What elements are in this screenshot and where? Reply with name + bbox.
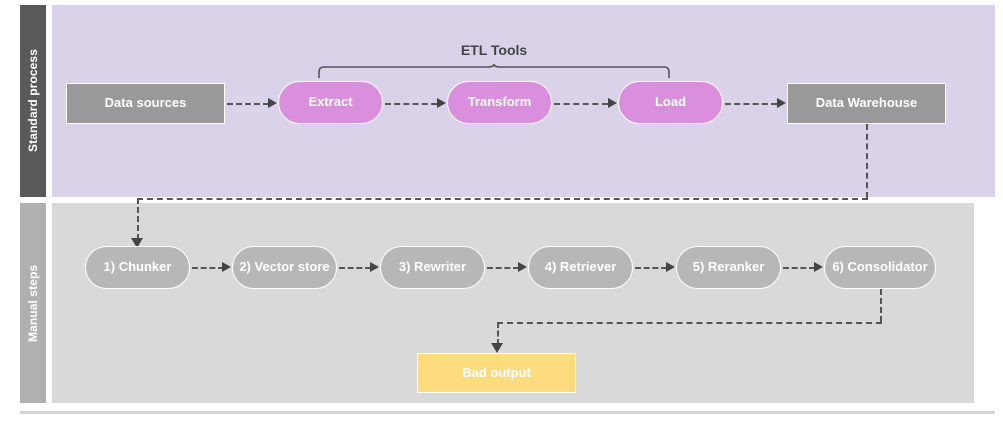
arrowhead-load-icon [608, 98, 617, 108]
node-extract[interactable]: Extract [278, 81, 383, 124]
node-transform-label: Transform [467, 94, 532, 110]
arrowhead-rewriter-icon [370, 262, 379, 272]
arrowhead-extract-icon [268, 98, 277, 108]
node-transform[interactable]: Transform [447, 81, 552, 124]
etl-tools-bracket-icon [318, 64, 670, 78]
node-data-sources-label: Data sources [104, 95, 187, 111]
node-extract-label: Extract [308, 94, 353, 110]
node-chunker-label: 1) Chunker [103, 259, 172, 275]
etl-tools-label: ETL Tools [460, 42, 528, 58]
node-bad-output-label: Bad output [462, 364, 531, 380]
node-rewriter-label: 3) Rewriter [398, 259, 467, 275]
node-vector-store-label: 2) Vector store [239, 259, 330, 275]
connector-consolidator-to-bad-output-horizontal [497, 322, 882, 324]
node-retriever-label: 4) Retriever [544, 259, 617, 275]
arrowhead-consolidator-icon [814, 262, 823, 272]
connector-rewriter-to-retriever [487, 267, 519, 269]
connector-warehouse-to-chunker-vertical [137, 198, 139, 240]
node-chunker[interactable]: 1) Chunker [85, 246, 190, 289]
lane-label-standard-process: Standard process [20, 5, 46, 197]
node-reranker[interactable]: 5) Reranker [676, 246, 781, 289]
node-rewriter[interactable]: 3) Rewriter [380, 246, 485, 289]
connector-warehouse-to-chunker-horizontal [137, 198, 868, 200]
connector-data-sources-to-extract [227, 103, 269, 105]
node-retriever[interactable]: 4) Retriever [528, 246, 633, 289]
connector-retriever-to-reranker [635, 267, 667, 269]
arrowhead-reranker-icon [666, 262, 675, 272]
connector-vector-store-to-rewriter [339, 267, 371, 269]
connector-data-warehouse-down [866, 124, 868, 198]
arrowhead-vector-store-icon [222, 262, 231, 272]
lane-label-manual-steps: Manual steps [20, 203, 46, 403]
node-consolidator-label: 6) Consolidator [832, 259, 928, 275]
connector-chunker-to-vector-store [192, 267, 224, 269]
arrowhead-chunker-icon [131, 238, 143, 248]
connector-consolidator-to-bad-output-vertical [497, 322, 499, 345]
arrowhead-retriever-icon [518, 262, 527, 272]
arrowhead-data-warehouse-icon [777, 98, 786, 108]
node-load[interactable]: Load [618, 81, 723, 124]
node-bad-output[interactable]: Bad output [417, 353, 576, 393]
connector-consolidator-down [880, 289, 882, 322]
connector-extract-to-transform [385, 103, 437, 105]
node-data-warehouse-label: Data Warehouse [815, 95, 918, 111]
connector-load-to-data-warehouse [725, 103, 777, 105]
node-reranker-label: 5) Reranker [692, 259, 765, 275]
node-data-warehouse[interactable]: Data Warehouse [787, 83, 946, 124]
node-vector-store[interactable]: 2) Vector store [232, 246, 337, 289]
baseline-divider [20, 411, 995, 414]
arrowhead-transform-icon [437, 98, 446, 108]
connector-transform-to-load [554, 103, 608, 105]
node-load-label: Load [654, 94, 687, 110]
node-consolidator[interactable]: 6) Consolidator [824, 246, 936, 289]
node-data-sources[interactable]: Data sources [66, 83, 225, 124]
connector-reranker-to-consolidator [783, 267, 815, 269]
arrowhead-bad-output-icon [491, 343, 503, 353]
